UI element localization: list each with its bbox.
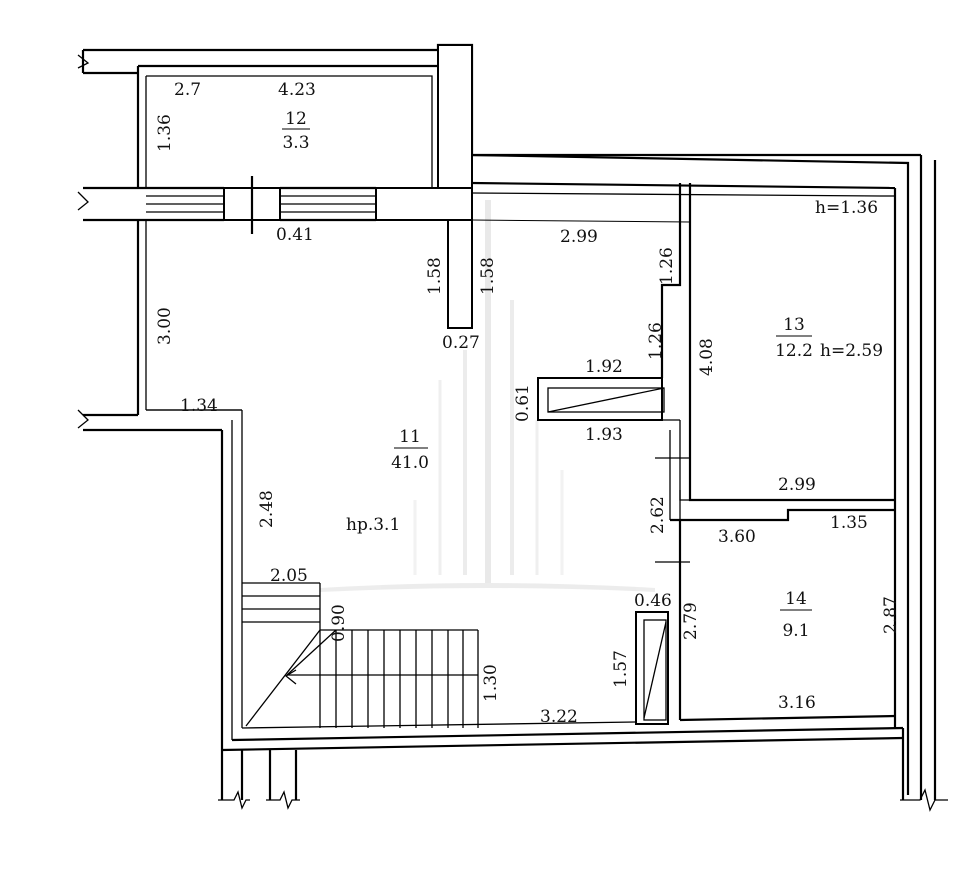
- dim-1-26-a: 1.26: [657, 247, 677, 285]
- dim-1-93: 1.93: [585, 425, 623, 445]
- dim-3-22: 3.22: [540, 707, 578, 727]
- room-12-area: 3.3: [282, 133, 309, 153]
- height-room13: h=2.59: [820, 341, 883, 361]
- height-top-right: h=1.36: [815, 198, 878, 218]
- room-11-area: 41.0: [391, 453, 429, 473]
- room-14-number: 14: [785, 589, 807, 609]
- dim-2-05: 2.05: [270, 566, 308, 586]
- room-13-number: 13: [783, 315, 805, 335]
- dim-3-60: 3.60: [718, 527, 756, 547]
- room-14-area: 9.1: [782, 621, 809, 641]
- dim-0-90: 0.90: [329, 604, 349, 642]
- dim-2-87: 2.87: [881, 596, 901, 634]
- room-13-area: 12.2: [775, 341, 813, 361]
- room-11-number: 11: [399, 427, 421, 447]
- height-room11: hp.3.1: [346, 515, 400, 535]
- dim-1-58-a: 1.58: [425, 257, 445, 295]
- dim-1-34: 1.34: [180, 396, 218, 416]
- dim-2-99-top: 2.99: [560, 227, 598, 247]
- dim-1-92: 1.92: [585, 357, 623, 377]
- dim-2-79: 2.79: [681, 602, 701, 640]
- dim-0-41: 0.41: [276, 225, 314, 245]
- dim-1-26-b: 1.26: [646, 322, 666, 360]
- watermark: [320, 200, 655, 592]
- dim-2-48: 2.48: [257, 490, 277, 528]
- room-12-number: 12: [285, 109, 307, 129]
- dim-1-36: 1.36: [155, 114, 175, 152]
- dim-2-62: 2.62: [648, 496, 668, 534]
- dim-1-58-b: 1.58: [478, 257, 498, 295]
- dim-0-46: 0.46: [634, 591, 672, 611]
- dim-1-30: 1.30: [481, 664, 501, 702]
- dim-1-57: 1.57: [611, 650, 631, 688]
- dim-0-27: 0.27: [442, 333, 480, 353]
- dim-4-08: 4.08: [697, 338, 717, 376]
- dim-3-16: 3.16: [778, 693, 816, 713]
- dim-4-23: 4.23: [278, 80, 316, 100]
- walls: [77, 43, 948, 812]
- room-labels: 12 3.3 11 41.0 13 12.2 14 9.1 h=1.36 h=2…: [282, 109, 883, 641]
- dim-0-61: 0.61: [513, 384, 533, 422]
- dim-2-99-mid: 2.99: [778, 475, 816, 495]
- dim-1-35: 1.35: [830, 513, 868, 533]
- dimension-labels: 2.7 4.23 1.36 0.41 2.99 1.58 1.58 1.26 1…: [155, 80, 901, 727]
- dim-2-7: 2.7: [174, 80, 201, 100]
- dim-3-00: 3.00: [155, 307, 175, 345]
